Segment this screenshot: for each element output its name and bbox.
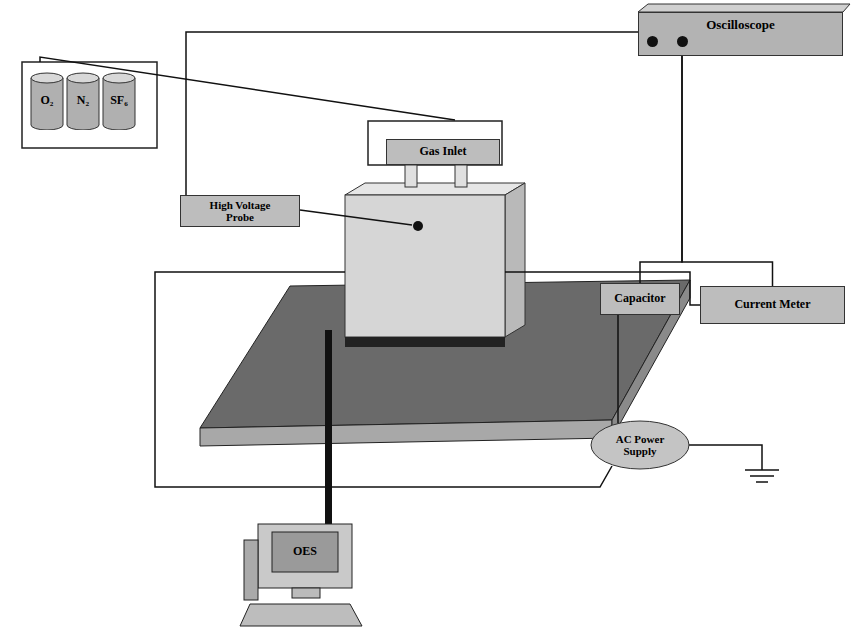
reactor-side <box>505 183 525 337</box>
screen-label: OES <box>280 538 330 566</box>
device-box: Capacitor <box>600 283 680 315</box>
gas-cylinder: O₂ <box>30 72 64 130</box>
device-label: Current Meter <box>734 298 810 311</box>
device-box: Gas Inlet <box>386 139 500 165</box>
reactor-chamber <box>345 195 505 337</box>
probe-lead <box>300 210 412 225</box>
reactor-top <box>345 183 525 195</box>
wire-connector <box>682 56 773 286</box>
ground-wire <box>155 272 612 487</box>
wire-connector <box>186 32 638 195</box>
gas-cylinder: N₂ <box>66 72 100 130</box>
keyboard <box>240 604 362 626</box>
ground-symbol <box>745 470 779 482</box>
computer-monitor <box>258 524 352 588</box>
stage-front <box>200 420 612 446</box>
gas-cylinder: SF₆ <box>102 72 136 130</box>
device-label: Capacitor <box>614 292 665 305</box>
reactor-base <box>345 337 505 347</box>
device-box: High Voltage Probe <box>180 195 300 227</box>
device-label: Oscilloscope <box>706 18 775 32</box>
device-label: N₂ <box>77 94 89 107</box>
cylinder-enclosure <box>22 62 157 148</box>
device-label: OES <box>293 545 317 558</box>
device-label: O₂ <box>41 94 54 107</box>
terminal-dot <box>647 36 658 47</box>
device-label: SF₆ <box>110 94 128 107</box>
oscilloscope-top <box>638 4 850 12</box>
device-label: Gas Inlet <box>419 145 466 158</box>
terminal-dot <box>677 36 688 47</box>
device-box: Current Meter <box>700 286 845 324</box>
device-box: Oscilloscope <box>638 12 843 56</box>
gas-pipe <box>405 165 417 187</box>
gas-pipe <box>455 165 467 187</box>
electrode-point <box>413 221 423 231</box>
device-label: AC Power Supply <box>605 433 675 457</box>
device-label: High Voltage Probe <box>195 199 285 223</box>
gas-line <box>40 57 455 120</box>
ground-lead <box>688 445 762 470</box>
monitor-screen <box>272 532 338 572</box>
monitor-stand <box>292 588 320 598</box>
computer-tower <box>244 540 258 600</box>
optical-fibre <box>325 330 332 530</box>
power-supply-ellipse: AC Power Supply <box>590 420 690 470</box>
gas-inlet-frame <box>368 121 502 165</box>
wire-connector <box>640 56 682 283</box>
wire-connector <box>618 315 619 424</box>
